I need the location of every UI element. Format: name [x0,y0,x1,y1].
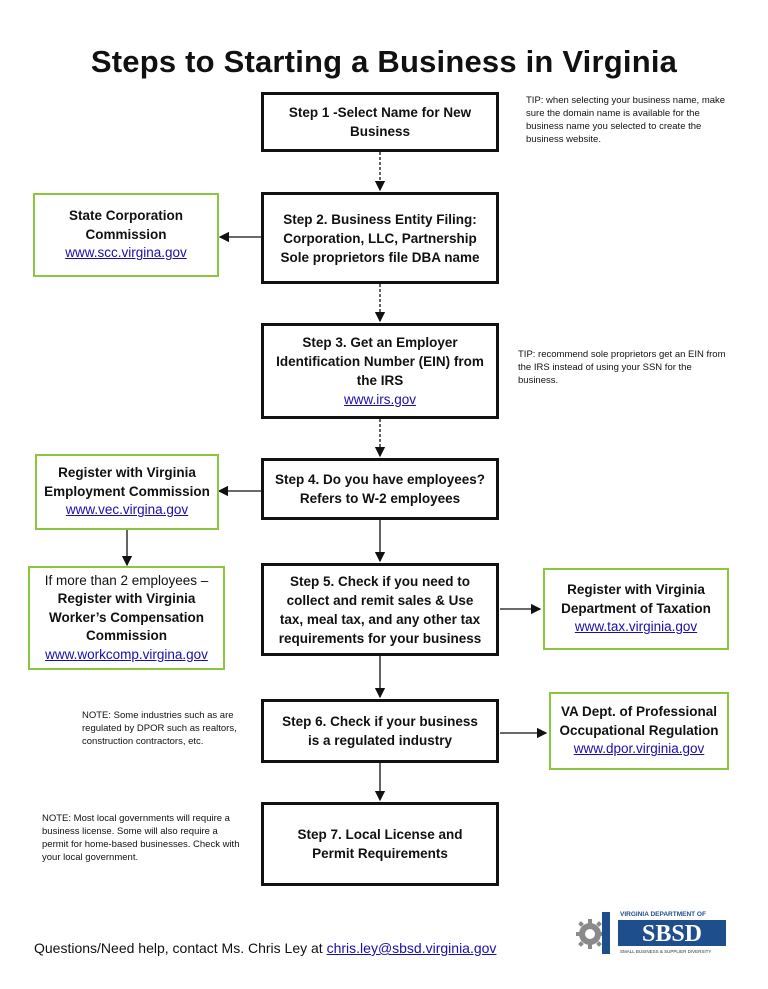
step-1-text: Step 1 -Select Name for New Business [288,105,472,139]
sbsd-logo: VIRGINIA DEPARTMENT OF SBSD SMALL BUSINE… [576,908,728,960]
irs-link[interactable]: www.irs.gov [343,392,416,407]
scc-link[interactable]: www.scc.virgina.gov [65,245,187,261]
dpor-box: VA Dept. of Professional Occupational Re… [549,692,729,770]
step-2-line3: Sole proprietors file DBA name [280,249,480,265]
step-4-line2: Refers to W-2 employees [299,491,461,506]
step-7-text: Step 7. Local License and Permit Require… [297,827,463,861]
logo-sub-text: SMALL BUSINESS & SUPPLIER DIVERSITY [620,949,711,954]
dpor-name: VA Dept. of Professional Occupational Re… [559,704,719,738]
tip-ein: TIP: recommend sole proprietors get an E… [518,349,726,386]
contact-email-link[interactable]: chris.ley@sbsd.virginia.gov [326,940,497,956]
dpor-link[interactable]: www.dpor.virginia.gov [573,741,705,757]
step-5-text: Step 5. Check if you need to collect and… [278,573,482,646]
step-6-box: Step 6. Check if your business is a regu… [261,699,499,763]
step-4-box: Step 4. Do you have employees? Refers to… [261,458,499,520]
vec-link[interactable]: www.vec.virgina.gov [65,502,189,518]
scc-name: State Corporation Commission [68,208,183,242]
vec-box: Register with Virginia Employment Commis… [35,454,219,530]
step-4-line1: Step 4. Do you have employees? [274,472,486,487]
step-5-box: Step 5. Check if you need to collect and… [261,563,499,656]
gear-icon [576,919,604,949]
workcomp-name: Register with Virginia Worker’s Compensa… [48,591,205,644]
step-1-box: Step 1 -Select Name for New Business [261,92,499,152]
page-title: Steps to Starting a Business in Virginia [90,44,678,79]
note-dpor: NOTE: Some industries such as are regula… [82,710,237,747]
workcomp-link[interactable]: www.workcomp.virgina.gov [45,646,208,662]
step-6-text: Step 6. Check if your business is a regu… [282,714,478,748]
workcomp-prefix: If more than 2 employees – [44,572,209,588]
logo-main-text: SBSD [642,921,702,947]
scc-box: State Corporation Commission www.scc.vir… [33,193,219,277]
tax-name: Register with Virginia Department of Tax… [561,582,711,616]
step-2-line1: Step 2. Business Entity Filing: [283,211,477,227]
step-7-box: Step 7. Local License and Permit Require… [261,802,499,886]
workcomp-box: If more than 2 employees – Register with… [28,566,225,670]
tax-box: Register with Virginia Department of Tax… [543,568,729,650]
step-3-text: Step 3. Get an Employer Identification N… [276,335,484,388]
step-2-box: Step 2. Business Entity Filing: Corporat… [261,192,499,284]
footer-contact: Questions/Need help, contact Ms. Chris L… [34,940,496,956]
logo-top-text: VIRGINIA DEPARTMENT OF [620,911,706,918]
footer-text: Questions/Need help, contact Ms. Chris L… [34,940,327,956]
tip-domain-name: TIP: when selecting your business name, … [526,95,726,145]
step-3-box: Step 3. Get an Employer Identification N… [261,323,499,419]
sbsd-logo-graphic: VIRGINIA DEPARTMENT OF SBSD SMALL BUSINE… [576,911,726,954]
note-local-license: NOTE: Most local governments will requir… [42,813,240,863]
vec-name: Register with Virginia Employment Commis… [44,465,210,499]
step-2-line2: Corporation, LLC, Partnership [283,230,477,246]
tax-link[interactable]: www.tax.virginia.gov [574,619,698,635]
